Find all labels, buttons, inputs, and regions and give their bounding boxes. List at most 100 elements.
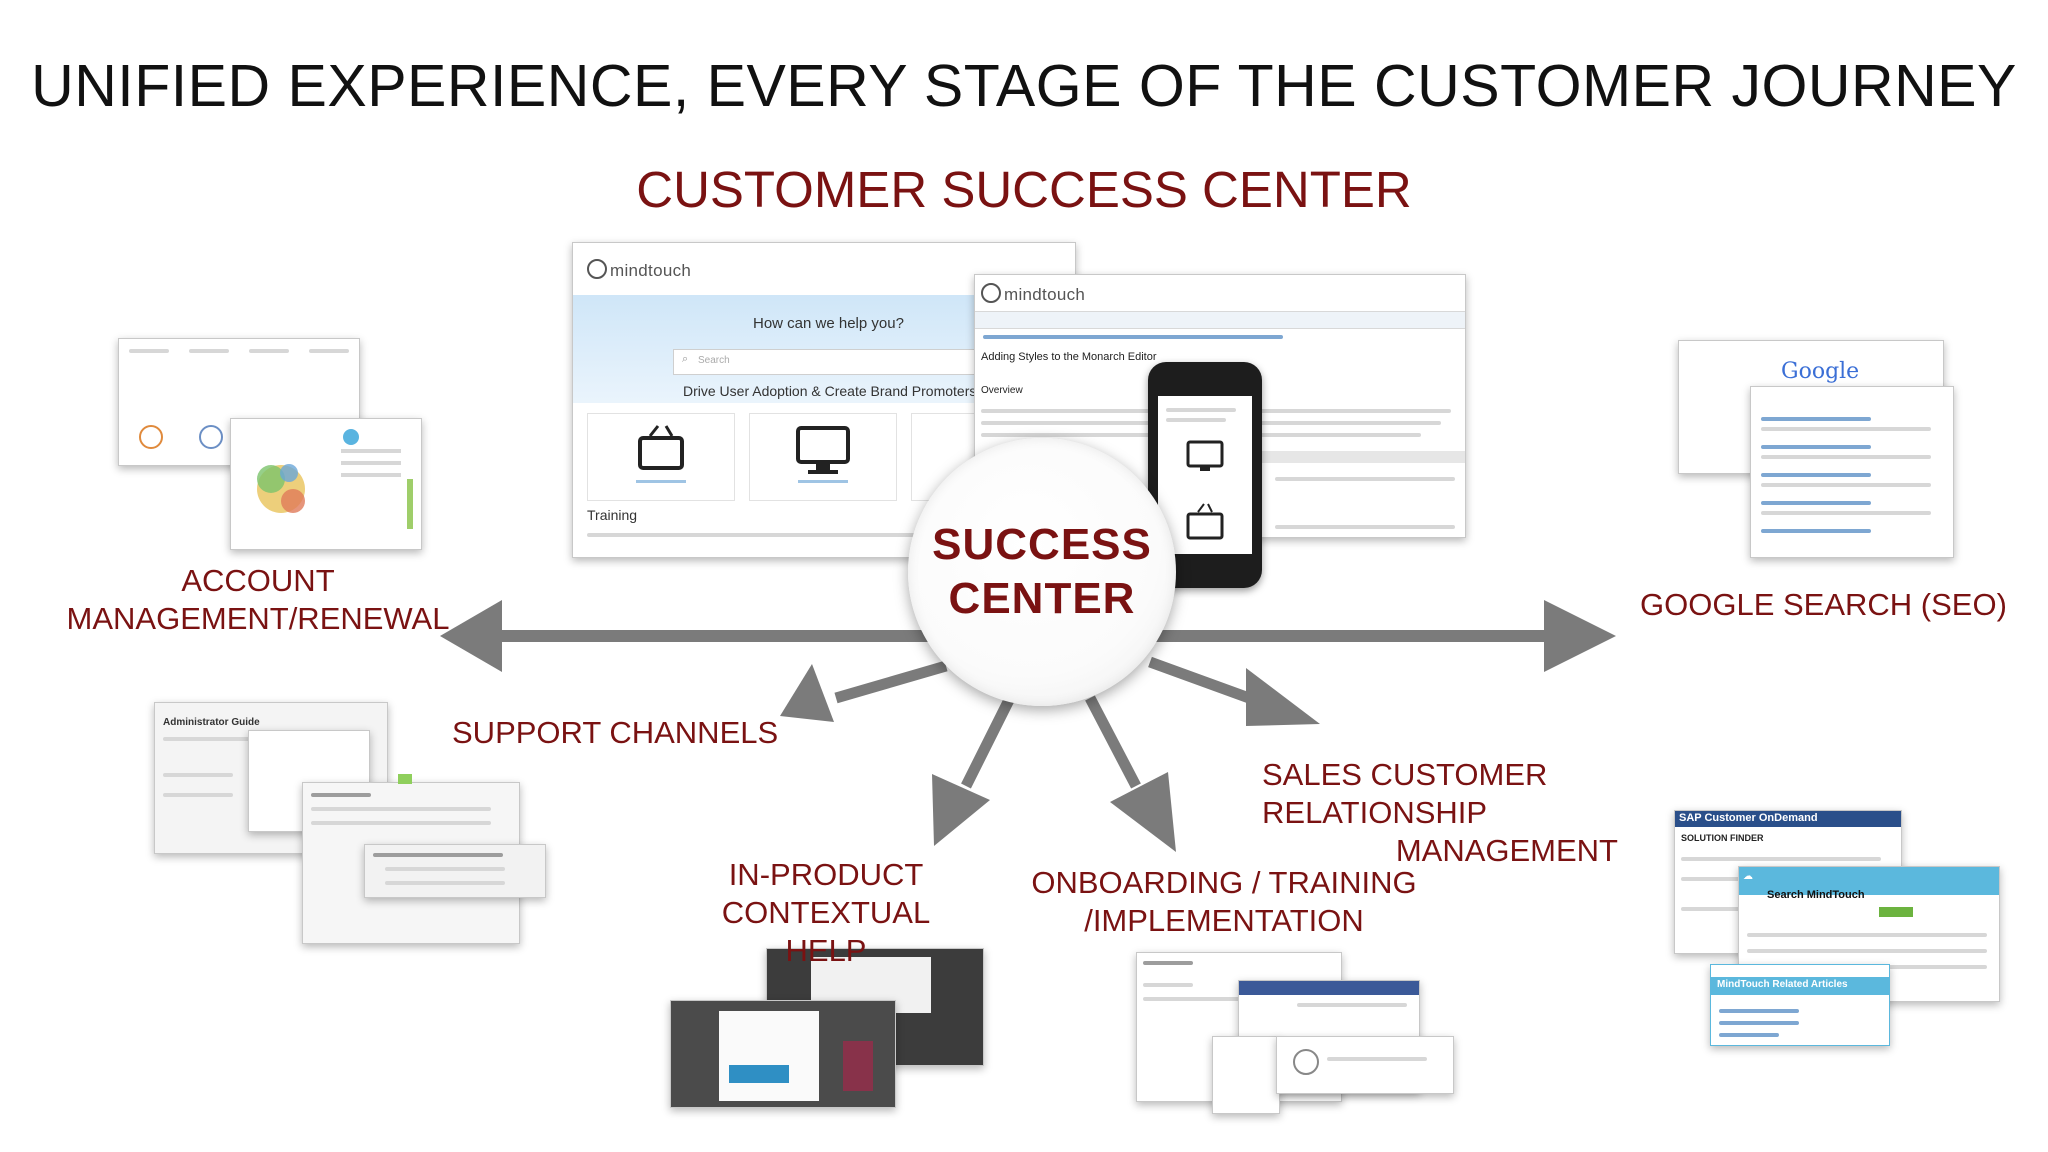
dash-line-3 [249, 349, 289, 353]
support-line-2 [163, 773, 233, 777]
google-logo: Google [1781, 359, 1860, 384]
label-inproduct: IN-PRODUCT CONTEXTUAL HELP [721, 857, 931, 962]
label-onboarding: ONBOARDING / TRAINING /IMPLEMENTATION [1031, 865, 1417, 938]
salesforce-header: ☁ Search MindTouch [1739, 867, 1999, 901]
phone-icons [1186, 440, 1224, 540]
mindtouch-logo-editor-icon [981, 283, 1001, 303]
support-line-1 [163, 737, 283, 741]
onboarding-menu-screenshot [1212, 1036, 1280, 1114]
support-green-button [398, 774, 412, 784]
inproduct-app-screenshot-front [670, 1000, 896, 1108]
tip-line [1327, 1057, 1427, 1061]
phone-screen [1158, 396, 1252, 554]
arrow-head-support [780, 664, 834, 722]
arrow-inproduct-line [961, 695, 1015, 789]
related-link-2 [1719, 1021, 1799, 1025]
arrow-head-left [440, 600, 502, 672]
portal-text-line [587, 533, 1057, 537]
result-link-5 [1761, 529, 1871, 533]
sap-line-1 [1681, 857, 1881, 861]
slide-title: UNIFIED EXPERIENCE, EVERY STAGE OF THE C… [31, 53, 2017, 119]
result-line-3 [1761, 483, 1931, 487]
account-map-screenshot [230, 418, 422, 550]
inproduct-red-accent [843, 1041, 873, 1091]
sap-header: SAP Customer OnDemand [1679, 812, 1818, 824]
dash-line-4 [309, 349, 349, 353]
onboard-line-2 [1143, 983, 1193, 987]
onboard-line-1 [1143, 961, 1193, 965]
editor-breadcrumb [983, 335, 1283, 339]
portal-section-title: Training [587, 507, 638, 523]
portal-card-tv[interactable] [587, 413, 735, 501]
sap-line-3 [1681, 907, 1741, 911]
fb-line-1 [1297, 1003, 1407, 1007]
portal-search-placeholder: Search [698, 355, 730, 366]
portal-search-input[interactable]: ⌕ Search [673, 349, 975, 375]
monitor-icon [796, 426, 850, 483]
inproduct-blue-button [729, 1065, 789, 1083]
editor-text-line-4 [1275, 477, 1455, 481]
portal-question: How can we help you? [753, 315, 904, 332]
editor-format-bar [1255, 451, 1465, 463]
related-articles-screenshot: MindTouch Related Articles [1710, 964, 1890, 1046]
hub-label: SUCCESS CENTER [932, 520, 1152, 623]
mindtouch-logo-icon [587, 259, 607, 279]
salesforce-line-1 [1747, 933, 1987, 937]
portal-tagline: Drive User Adoption & Create Brand Promo… [683, 383, 977, 399]
result-link-2 [1761, 445, 1871, 449]
suggest-line-1 [373, 853, 503, 857]
inproduct-popup-front [719, 1011, 819, 1101]
related-link-1 [1719, 1009, 1799, 1013]
arrow-sales-line [1148, 656, 1262, 708]
dash-line-1 [129, 349, 169, 353]
ticket-line-3 [311, 821, 491, 825]
ticket-line-1 [311, 793, 371, 797]
arrow-head-right [1544, 600, 1616, 672]
phone-text-line-2 [1166, 418, 1226, 422]
arrow-head-onboarding [1110, 772, 1176, 852]
dash-circle-blue [199, 425, 223, 449]
result-link-4 [1761, 501, 1871, 505]
result-line-2 [1761, 455, 1931, 459]
sap-solution-finder: SOLUTION FINDER [1681, 833, 1764, 843]
onboard-line-3 [1143, 997, 1253, 1001]
ticket-line-2 [311, 807, 491, 811]
sap-header-bar: SAP Customer OnDemand [1675, 811, 1901, 827]
search-icon: ⌕ [682, 353, 689, 365]
portal-card-monitor[interactable] [749, 413, 897, 501]
salesforce-line-2 [1747, 949, 1987, 953]
arrow-head-inproduct [932, 774, 990, 846]
success-center-hub: SUCCESS CENTER [908, 438, 1176, 706]
result-link-3 [1761, 473, 1871, 477]
tv-icon [636, 425, 686, 483]
support-suggestions-screenshot [364, 844, 546, 898]
salesforce-go-button [1879, 907, 1913, 917]
label-support: SUPPORT CHANNELS [452, 715, 779, 750]
phone-text-line-1 [1166, 408, 1236, 412]
onboarding-tip-screenshot [1276, 1036, 1454, 1094]
editor-text-line-5 [1275, 525, 1455, 529]
editor-heading: Adding Styles to the Monarch Editor [981, 351, 1157, 363]
related-header: MindTouch Related Articles [1711, 977, 1889, 995]
facebook-bar [1239, 981, 1419, 995]
support-admin-title: Administrator Guide [163, 717, 260, 728]
result-line-1 [1761, 427, 1931, 431]
label-google: GOOGLE SEARCH (SEO) [1640, 587, 2007, 622]
arrow-onboarding-line [1085, 695, 1141, 789]
suggest-line-3 [385, 881, 505, 885]
mindtouch-logo-editor: mindtouch [981, 283, 1085, 305]
dash-circle-orange [139, 425, 163, 449]
result-line-4 [1761, 511, 1931, 515]
support-line-3 [163, 793, 233, 797]
mindtouch-logo: mindtouch [587, 259, 691, 281]
label-account: ACCOUNT MANAGEMENT/RENEWAL [66, 563, 450, 636]
tip-avatar-icon [1293, 1049, 1319, 1075]
google-results-screenshot [1750, 386, 1954, 558]
scatter-map-graphic [257, 429, 413, 529]
label-sales: SALES CUSTOMER RELATIONSHIP MANAGEMENT [1262, 757, 1618, 868]
related-title: MindTouch Related Articles [1717, 979, 1848, 990]
related-link-3 [1719, 1033, 1779, 1037]
dash-line-2 [189, 349, 229, 353]
result-link-1 [1761, 417, 1871, 421]
editor-toolbar [975, 311, 1465, 329]
